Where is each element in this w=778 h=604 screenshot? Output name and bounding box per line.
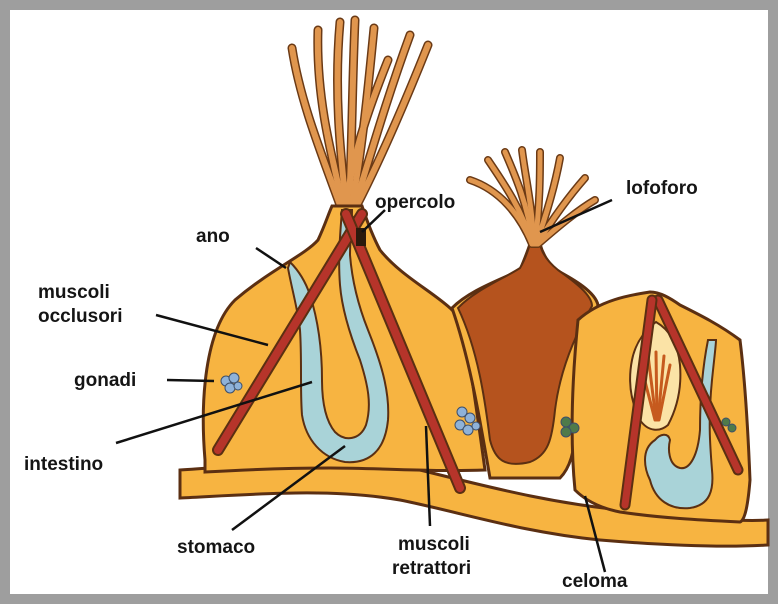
label-muscoli-occlusori-line1: muscoli <box>38 282 110 303</box>
label-celoma: celoma <box>562 571 628 592</box>
label-muscoli-occlusori-line2: occlusori <box>38 306 122 327</box>
label-intestino: intestino <box>24 454 103 475</box>
label-lofoforo: lofoforo <box>626 178 698 199</box>
label-opercolo: opercolo <box>375 192 455 213</box>
label-ano: ano <box>196 226 230 247</box>
label-gonadi: gonadi <box>74 370 136 391</box>
label-muscoli-retrattori-line2: retrattori <box>392 558 471 579</box>
label-stomaco: stomaco <box>177 537 255 558</box>
label-muscoli-retrattori-line1: muscoli <box>398 534 470 555</box>
